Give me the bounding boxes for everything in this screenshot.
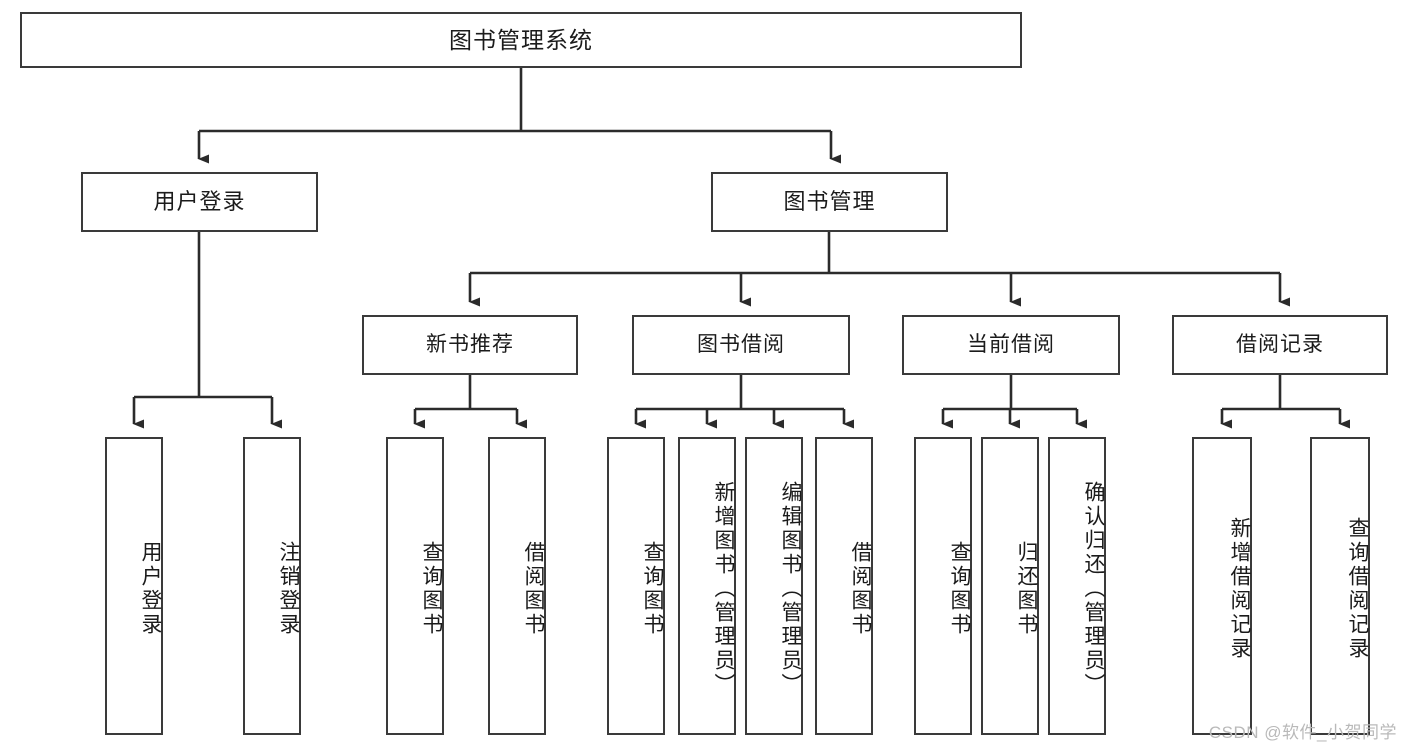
node-leaf-user-login[interactable]: 用户登录: [105, 437, 163, 735]
node-leaf-return-book[interactable]: 归还图书: [981, 437, 1039, 735]
node-leaf-return-book-label: 归还图书: [1015, 541, 1038, 637]
node-leaf-confirm-return-admin[interactable]: 确认归还（管理员）: [1048, 437, 1106, 735]
node-leaf-edit-book-admin-label: 编辑图书（管理员）: [779, 481, 802, 697]
node-leaf-query-book-label: 查询图书: [641, 541, 664, 637]
node-current-borrow-label: 当前借阅: [967, 332, 1055, 356]
node-current-borrow[interactable]: 当前借阅: [902, 315, 1120, 375]
node-borrow-record[interactable]: 借阅记录: [1172, 315, 1388, 375]
node-leaf-add-borrow-record[interactable]: 新增借阅记录: [1192, 437, 1252, 735]
node-leaf-query-borrow-record[interactable]: 查询借阅记录: [1310, 437, 1370, 735]
node-leaf-add-borrow-record-label: 新增借阅记录: [1228, 517, 1251, 661]
node-leaf-confirm-return-admin-label: 确认归还（管理员）: [1082, 481, 1105, 697]
node-leaf-query-book-rec[interactable]: 查询图书: [386, 437, 444, 735]
node-leaf-query-book-cur[interactable]: 查询图书: [914, 437, 972, 735]
node-leaf-user-logout[interactable]: 注销登录: [243, 437, 301, 735]
node-leaf-query-book-cur-label: 查询图书: [948, 541, 971, 637]
node-user-login-label: 用户登录: [153, 189, 246, 215]
node-book-manage-label: 图书管理: [783, 189, 876, 215]
node-book-manage[interactable]: 图书管理: [711, 172, 948, 232]
node-leaf-query-book[interactable]: 查询图书: [607, 437, 665, 735]
node-leaf-borrow-book-rec-label: 借阅图书: [522, 541, 545, 637]
node-borrow-record-label: 借阅记录: [1236, 332, 1324, 356]
node-leaf-add-book-admin-label: 新增图书（管理员）: [712, 481, 735, 697]
node-root-label: 图书管理系统: [449, 26, 593, 53]
node-leaf-borrow-book[interactable]: 借阅图书: [815, 437, 873, 735]
node-leaf-user-login-label: 用户登录: [139, 541, 162, 637]
node-book-borrow[interactable]: 图书借阅: [632, 315, 850, 375]
node-leaf-edit-book-admin[interactable]: 编辑图书（管理员）: [745, 437, 803, 735]
node-leaf-query-book-rec-label: 查询图书: [420, 541, 443, 637]
node-root[interactable]: 图书管理系统: [20, 12, 1022, 68]
node-new-book-recommend-label: 新书推荐: [426, 332, 514, 356]
node-leaf-borrow-book-label: 借阅图书: [849, 541, 872, 637]
node-leaf-borrow-book-rec[interactable]: 借阅图书: [488, 437, 546, 735]
node-new-book-recommend[interactable]: 新书推荐: [362, 315, 578, 375]
node-leaf-add-book-admin[interactable]: 新增图书（管理员）: [678, 437, 736, 735]
watermark: CSDN @软件_小贺同学: [1208, 723, 1397, 742]
node-user-login[interactable]: 用户登录: [81, 172, 318, 232]
node-book-borrow-label: 图书借阅: [697, 332, 785, 356]
node-leaf-user-logout-label: 注销登录: [277, 541, 300, 637]
node-leaf-query-borrow-record-label: 查询借阅记录: [1346, 517, 1369, 661]
